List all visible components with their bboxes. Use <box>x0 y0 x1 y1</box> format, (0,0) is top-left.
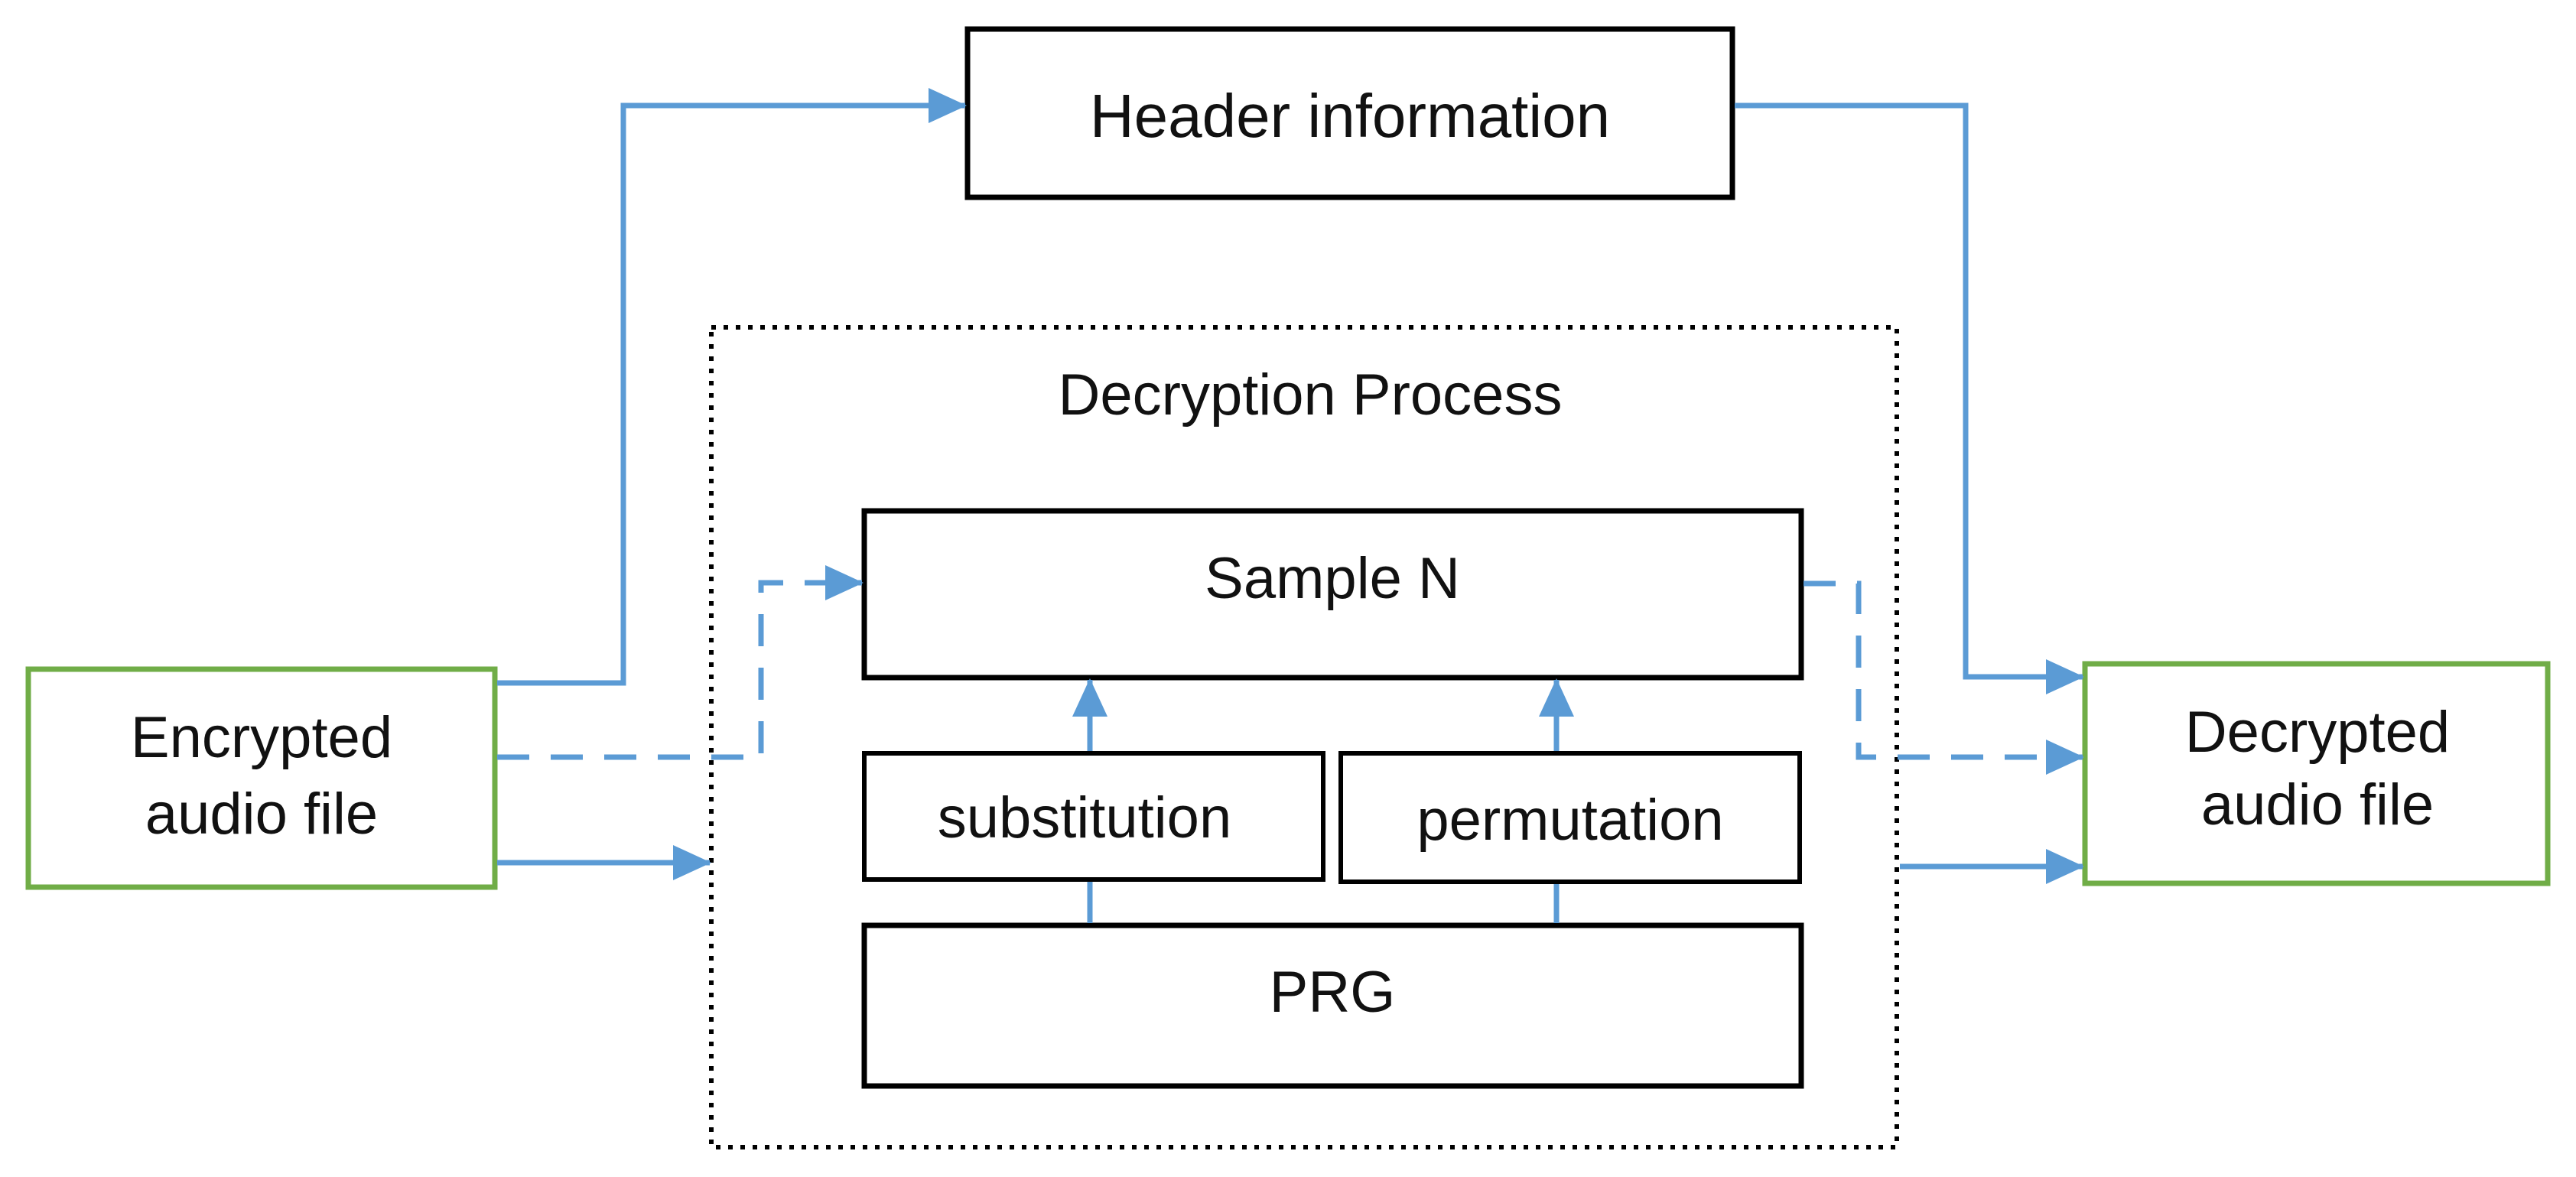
header-information-label: Header information <box>1090 82 1610 150</box>
decrypted-audio-file-label-line2: audio file <box>2201 772 2434 837</box>
arrow-encrypted-to-sample-dashed <box>497 565 864 760</box>
encrypted-audio-file-label-line2: audio file <box>145 782 378 847</box>
sample-n-box <box>861 508 1804 681</box>
encrypted-audio-file-box <box>25 666 498 890</box>
encrypted-audio-file-label-line1: Encrypted <box>131 705 392 770</box>
decryption-process-container <box>709 325 1899 1149</box>
prg-box <box>861 922 1804 1089</box>
prg-label: PRG <box>1270 960 1396 1025</box>
permutation-label: permutation <box>1416 788 1723 853</box>
decrypted-audio-file-label-line1: Decrypted <box>2185 700 2450 765</box>
substitution-box <box>862 751 1325 882</box>
arrow-header-to-decrypted <box>1735 102 2084 694</box>
arrow-encrypted-to-header <box>497 88 967 686</box>
header-information-box <box>964 26 1735 200</box>
substitution-label: substitution <box>938 785 1231 850</box>
decrypted-audio-file-box <box>2082 661 2551 886</box>
sample-n-label: Sample N <box>1205 546 1460 611</box>
arrow-sample-to-decrypted-dashed <box>1804 580 2084 775</box>
decryption-process-label: Decryption Process <box>1059 363 1563 428</box>
permutation-box <box>1338 751 1802 884</box>
